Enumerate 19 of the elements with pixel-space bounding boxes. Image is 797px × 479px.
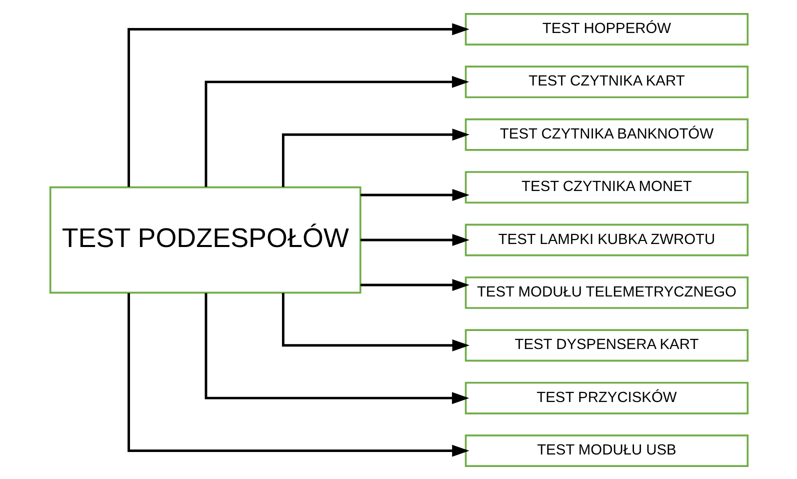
node-box: TEST PRZYCISKÓW xyxy=(464,381,748,414)
node-box: TEST DYSPENSERA KART xyxy=(464,328,748,362)
node-box: TEST MODUŁU USB xyxy=(464,434,748,467)
node-box: TEST CZYTNIKA BANKNOTÓW xyxy=(464,118,748,150)
node-box: TEST HOPPERÓW xyxy=(464,12,748,45)
arrow xyxy=(204,75,469,186)
arrow xyxy=(360,233,469,246)
arrow xyxy=(281,128,469,186)
arrow xyxy=(127,292,469,456)
node-box: TEST MODUŁU TELEMETRYCZNEGO xyxy=(464,276,748,308)
node-box: TEST PODZESPOŁÓW xyxy=(48,186,361,294)
node-box: TEST CZYTNIKA MONET xyxy=(464,170,748,204)
arrow xyxy=(360,188,469,200)
node-box: TEST CZYTNIKA KART xyxy=(464,65,748,98)
arrow xyxy=(204,292,469,404)
arrow xyxy=(127,22,469,186)
node-box: TEST LAMPKI KUBKA ZWROTU xyxy=(464,223,748,256)
arrow xyxy=(281,292,469,351)
arrow xyxy=(360,278,469,291)
